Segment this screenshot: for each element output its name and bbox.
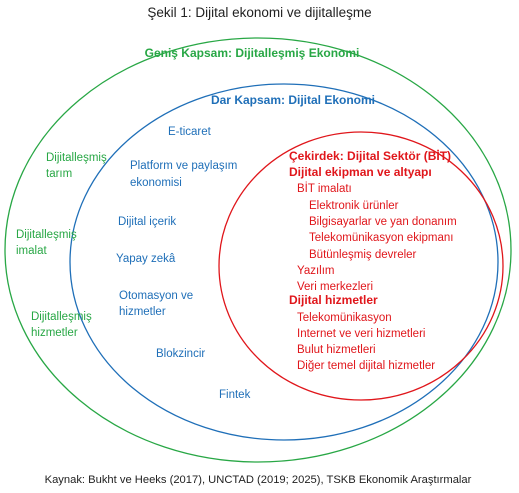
core-item: Telekomünikasyon: [297, 312, 392, 324]
core-item: Veri merkezleri: [297, 281, 373, 293]
middle-ellipse: [69, 83, 499, 441]
outer-item: Dijitalleşmiş hizmetler: [31, 311, 92, 339]
core-group-heading: Dijital ekipman ve altyapı: [289, 165, 432, 179]
middle-item: Dijital içerik: [118, 216, 176, 228]
middle-item: Blokzincir: [156, 348, 205, 360]
middle-item: Yapay zekâ: [116, 253, 176, 265]
svg-text:hizmetler: hizmetler: [31, 327, 78, 339]
outer-item: Dijitalleşmiş imalat: [16, 229, 77, 257]
core-ellipse: [218, 131, 504, 401]
svg-text:ekonomisi: ekonomisi: [130, 177, 182, 189]
svg-text:Dijitalleşmiş: Dijitalleşmiş: [31, 311, 92, 323]
core-item: Bulut hizmetleri: [297, 344, 376, 356]
core-heading: Çekirdek: Dijital Sektör (BİT): [289, 148, 451, 163]
core-subitem: Bütünleşmiş devreler: [309, 249, 417, 261]
middle-item: Fintek: [219, 389, 251, 401]
core-subitem: Bilgisayarlar ve yan donanım: [309, 216, 457, 228]
core-subitem: Telekomünikasyon ekipmanı: [309, 232, 453, 244]
svg-text:Dijitalleşmiş: Dijitalleşmiş: [16, 229, 77, 241]
middle-item: Otomasyon ve hizmetler: [119, 290, 193, 318]
outer-ellipse: [4, 37, 512, 463]
core-item: Yazılım: [297, 265, 335, 277]
svg-text:tarım: tarım: [46, 168, 72, 180]
source-note: Kaynak: Bukht ve Heeks (2017), UNCTAD (2…: [45, 474, 472, 486]
outer-heading: Geniş Kapsam: Dijitalleşmiş Ekonomi: [145, 46, 360, 60]
svg-text:imalat: imalat: [16, 245, 47, 257]
middle-item: E-ticaret: [168, 126, 212, 138]
figure-title: Şekil 1: Dijital ekonomi ve dijitalleşme: [147, 5, 371, 20]
core-item: Internet ve veri hizmetleri: [297, 328, 425, 340]
core-item: Diğer temel dijital hizmetler: [297, 360, 435, 372]
svg-text:Platform ve paylaşım: Platform ve paylaşım: [130, 160, 237, 172]
outer-item: Dijitalleşmiş tarım: [46, 152, 107, 180]
core-group-heading: Dijital hizmetler: [289, 293, 378, 307]
svg-text:Dijitalleşmiş: Dijitalleşmiş: [46, 152, 107, 164]
middle-heading: Dar Kapsam: Dijital Ekonomi: [211, 93, 375, 107]
core-subitem: Elektronik ürünler: [309, 200, 399, 212]
svg-text:Otomasyon ve: Otomasyon ve: [119, 290, 193, 302]
core-subgroup-label: BİT imalatı: [297, 182, 352, 195]
middle-item: Platform ve paylaşım ekonomisi: [130, 160, 237, 189]
svg-text:hizmetler: hizmetler: [119, 306, 166, 318]
